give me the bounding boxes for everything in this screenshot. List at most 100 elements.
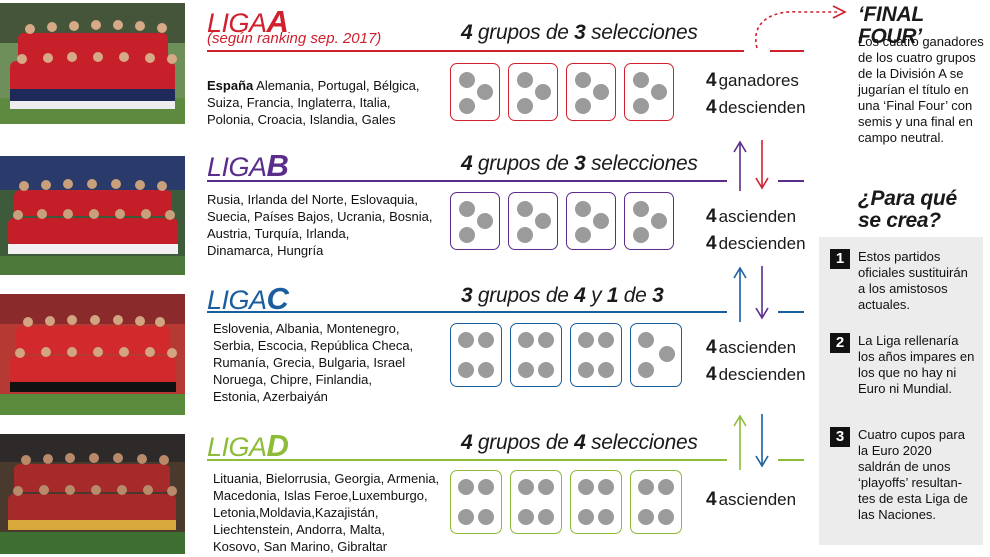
liga-d-rule xyxy=(207,459,727,461)
team-dot xyxy=(538,332,554,348)
group-box xyxy=(566,63,616,121)
liga-a-rule-right xyxy=(770,50,804,52)
liga-c-groups-t1: grupos de xyxy=(472,284,575,307)
team-dot xyxy=(633,201,649,217)
team-dot xyxy=(633,72,649,88)
liga-b-groups-t1: grupos de xyxy=(472,152,575,175)
team-dot xyxy=(638,362,654,378)
liga-a-rule xyxy=(207,50,744,52)
liga-d-groups: 4 grupos de 4 selecciones xyxy=(461,432,698,453)
liga-b-groups: 4 grupos de 3 selecciones xyxy=(461,153,698,174)
liga-a-groups-t1: grupos de xyxy=(472,21,575,44)
team-dot xyxy=(459,72,475,88)
liga-a-subtitle: (según ranking sep. 2017) xyxy=(207,30,382,47)
group-box xyxy=(630,323,682,387)
liga-d-prefix: LIGA xyxy=(207,432,267,462)
liga-c-groups-boxes xyxy=(450,323,682,387)
team-dot xyxy=(518,362,534,378)
liga-d-groups-n2: 4 xyxy=(574,431,586,454)
why-item-2-text: La Liga rellenaría los años impares en l… xyxy=(858,333,975,396)
liga-b-groups-n1: 4 xyxy=(461,152,473,175)
team-dot xyxy=(535,213,551,229)
team-dot xyxy=(659,346,675,362)
team-dot xyxy=(633,98,649,114)
team-dot xyxy=(578,509,594,525)
liga-a-teams: España Alemania, Portugal, Bélgica, Suiz… xyxy=(207,60,419,128)
liga-a-team-list: Alemania, Portugal, Bélgica, Suiza, Fran… xyxy=(207,78,420,127)
team-dot xyxy=(478,332,494,348)
liga-a-stat1-number: 4 xyxy=(706,70,717,91)
group-box xyxy=(510,323,562,387)
team-dot xyxy=(478,509,494,525)
team-dot xyxy=(578,479,594,495)
team-dot xyxy=(575,201,591,217)
liga-a-stat2-label: descienden xyxy=(718,98,806,117)
liga-c-rule xyxy=(207,311,727,313)
team-dot xyxy=(459,227,475,243)
team-dot xyxy=(575,227,591,243)
group-box xyxy=(450,323,502,387)
liga-b-groups-boxes xyxy=(450,192,674,250)
team-dot xyxy=(518,479,534,495)
team-dot xyxy=(638,479,654,495)
liga-a-letter: A xyxy=(266,4,289,39)
team-dot xyxy=(633,227,649,243)
liga-a-groups-t2: selecciones xyxy=(585,21,698,44)
team-dot xyxy=(478,362,494,378)
team-dot xyxy=(477,84,493,100)
why-item-1-text: Estos partidos oficiales sustituirán a l… xyxy=(858,249,968,312)
liga-c-groups-n2: 4 xyxy=(574,284,586,307)
liga-d-title: LIGAD xyxy=(207,430,289,462)
liga-d-groups-t1: grupos de xyxy=(472,431,575,454)
team-dot xyxy=(575,72,591,88)
team-dot xyxy=(458,479,474,495)
liga-a-prefix: LIGA xyxy=(207,8,267,38)
liga-a-groups-n2: 3 xyxy=(574,21,586,44)
liga-b-groups-n2: 3 xyxy=(574,152,586,175)
team-dot xyxy=(535,84,551,100)
team-dot xyxy=(538,509,554,525)
team-dot xyxy=(598,479,614,495)
team-dot xyxy=(651,84,667,100)
liga-d-groups-t2: selecciones xyxy=(585,431,698,454)
why-item-1-number: 1 xyxy=(830,249,850,269)
liga-a-stat2-number: 4 xyxy=(706,97,717,118)
team-dot xyxy=(598,332,614,348)
liga-c-stat2-label: descienden xyxy=(718,365,806,384)
team-dot xyxy=(517,98,533,114)
team-dot xyxy=(517,72,533,88)
group-box xyxy=(624,192,674,250)
group-box xyxy=(450,470,502,534)
liga-c-groups: 3 grupos de 4 y 1 de 3 xyxy=(461,284,664,307)
group-box xyxy=(566,192,616,250)
team-dot xyxy=(478,479,494,495)
group-box xyxy=(570,470,622,534)
team-dot xyxy=(578,362,594,378)
liga-b-groups-t2: selecciones xyxy=(585,152,698,175)
photo-turkey xyxy=(0,156,185,275)
group-box xyxy=(450,63,500,121)
liga-c-teams: Eslovenia, Albania, Montenegro, Serbia, … xyxy=(213,321,414,404)
why-panel xyxy=(819,237,983,545)
liga-a-groups: 4 grupos de 3 selecciones xyxy=(461,22,698,43)
team-dot xyxy=(593,213,609,229)
group-box xyxy=(570,323,622,387)
liga-b-title: LIGAB xyxy=(207,150,289,182)
liga-c-title: LIGAC xyxy=(207,283,289,314)
liga-b-prefix: LIGA xyxy=(207,152,267,182)
liga-d-groups-n1: 4 xyxy=(461,431,473,454)
liga-c-groups-n3: 1 xyxy=(606,284,619,307)
team-dot xyxy=(658,479,674,495)
final-four-text: Los cuatro ganadores de los cuatro grupo… xyxy=(858,34,984,145)
liga-c-stat1-label: ascienden xyxy=(718,338,797,357)
arrows-a-b xyxy=(733,140,769,191)
liga-c-groups-t2: y xyxy=(585,284,607,307)
arrows-c-d xyxy=(733,414,769,470)
liga-d-stat1-number: 4 xyxy=(706,489,717,510)
team-dot xyxy=(538,479,554,495)
